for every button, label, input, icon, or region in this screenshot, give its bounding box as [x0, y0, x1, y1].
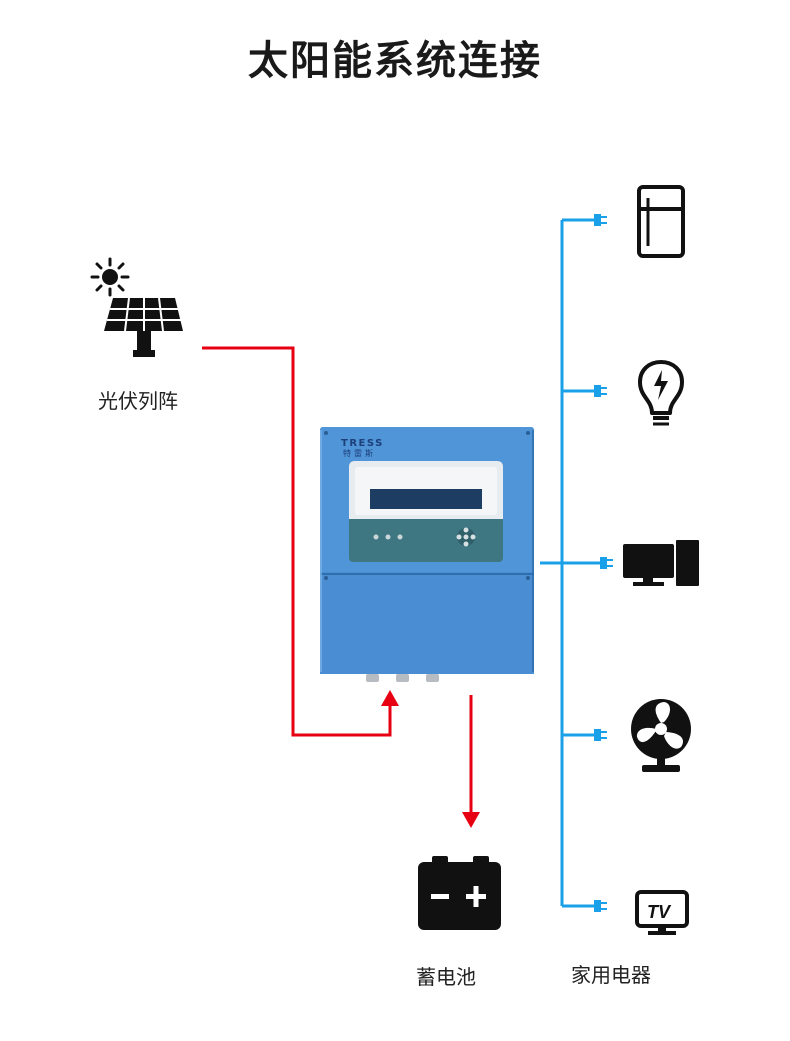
controller-brand-cn: 特雷斯 [343, 448, 376, 458]
battery-arrow [462, 812, 480, 828]
tv-icon: TV [635, 890, 689, 935]
battery-icon [418, 856, 501, 930]
controller-brand: TRESS [341, 438, 384, 449]
pv-to-controller-line [202, 346, 392, 737]
plug-icon [594, 385, 607, 397]
fan-icon [631, 699, 691, 772]
plug-icon [594, 214, 607, 226]
plug-icon [594, 729, 607, 741]
refrigerator-icon [637, 185, 685, 258]
plug-icons [594, 214, 613, 912]
pv-input-arrow [381, 690, 399, 706]
tv-icon-text: TV [647, 902, 672, 922]
solar-panel-icon [104, 297, 183, 357]
load-bus [540, 218, 602, 908]
plug-icon [600, 557, 613, 569]
light-bulb-icon [638, 360, 684, 426]
appliances-label: 家用电器 [571, 963, 651, 987]
pv-array-label: 光伏列阵 [98, 389, 178, 413]
sun-icon [90, 257, 130, 297]
battery-label: 蓄电池 [416, 965, 476, 989]
cable-glands [366, 674, 439, 682]
desktop-computer-icon [623, 540, 699, 586]
charge-controller: TRESS 特雷斯 [320, 427, 534, 682]
plug-icon [594, 900, 607, 912]
page-title: 太阳能系统连接 [248, 38, 542, 84]
